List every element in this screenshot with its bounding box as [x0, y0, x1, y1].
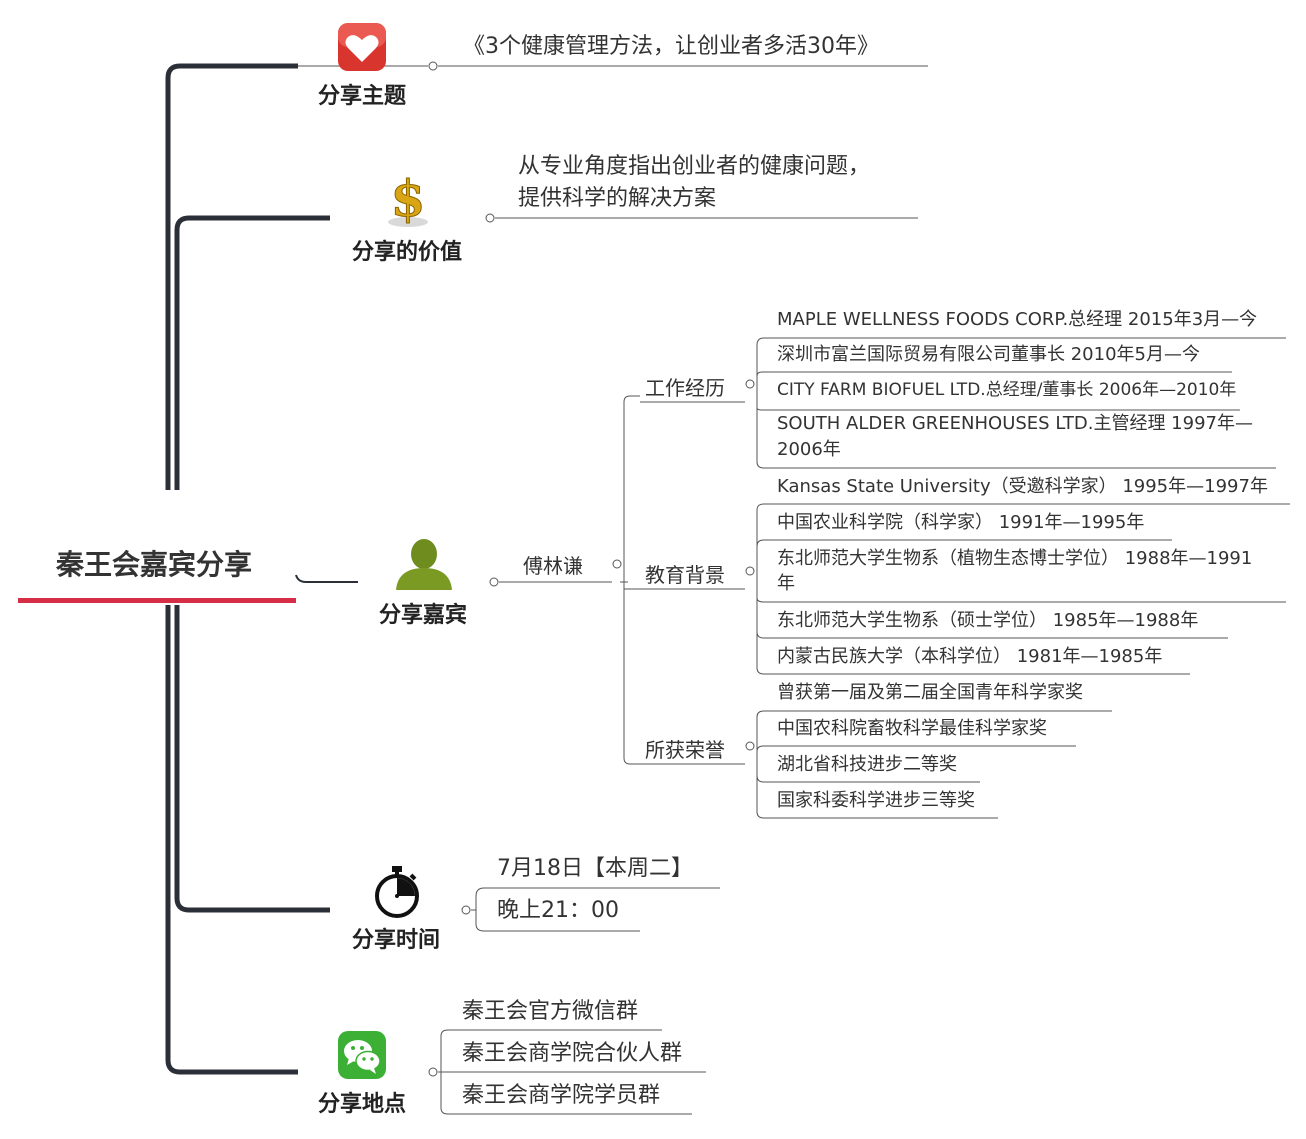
svg-text:$: $	[391, 170, 426, 228]
honors-node-dot[interactable]	[745, 741, 755, 751]
honors-label[interactable]: 所获荣誉	[645, 738, 725, 762]
education-item-3[interactable]: 东北师范大学生物系（植物生态博士学位） 1988年—1991	[777, 548, 1253, 569]
stopwatch-icon	[374, 866, 420, 918]
place-item-3[interactable]: 秦王会商学院学员群	[462, 1083, 661, 1108]
guest-label: 分享嘉宾	[378, 603, 467, 628]
work-item-4[interactable]: SOUTH ALDER GREENHOUSES LTD.主管经理 1997年—	[777, 413, 1253, 434]
work-item-3[interactable]: CITY FARM BIOFUEL LTD.总经理/董事长 2006年—2010…	[777, 380, 1237, 400]
value-leaf-line2[interactable]: 提供科学的解决方案	[518, 186, 717, 211]
root-underline	[18, 598, 296, 603]
education-item-5[interactable]: 内蒙古民族大学（本科学位） 1981年—1985年	[777, 646, 1163, 667]
work-item-1[interactable]: MAPLE WELLNESS FOODS CORP.总经理 2015年3月—今	[777, 309, 1258, 330]
wechat-icon	[337, 1030, 387, 1080]
topic-node-dot[interactable]	[428, 61, 438, 71]
trunk-upper-inner	[174, 215, 330, 490]
time-date[interactable]: 7月18日【本周二】	[497, 856, 693, 881]
honors-item-2[interactable]: 中国农科院畜牧科学最佳科学家奖	[777, 718, 1047, 739]
education-label[interactable]: 教育背景	[645, 563, 725, 587]
place-item-1[interactable]: 秦王会官方微信群	[462, 999, 639, 1024]
root-title: 秦王会嘉宾分享	[56, 548, 253, 581]
guest-name-dot[interactable]	[612, 559, 622, 569]
topic-leaf[interactable]: 《3个健康管理方法，让创业者多活30年》	[463, 34, 879, 59]
trunk-guest	[295, 574, 358, 583]
trunk-lower	[165, 605, 298, 1075]
honors-item-1[interactable]: 曾获第一届及第二届全国青年科学家奖	[777, 682, 1083, 703]
education-item-2[interactable]: 中国农业科学院（科学家） 1991年—1995年	[777, 512, 1145, 533]
honors-item-4[interactable]: 国家科委科学进步三等奖	[777, 790, 975, 811]
place-item-2[interactable]: 秦王会商学院合伙人群	[462, 1041, 683, 1066]
time-node-dot[interactable]	[461, 905, 471, 915]
time-label: 分享时间	[351, 928, 440, 953]
trunk-upper	[165, 63, 298, 490]
heart-icon	[337, 22, 387, 72]
topic-label: 分享主题	[317, 84, 406, 109]
work-item-4-cont[interactable]: 2006年	[777, 439, 841, 460]
trunk-lower-inner	[174, 605, 330, 913]
guest-node-dot[interactable]	[489, 577, 499, 587]
value-node-dot[interactable]	[485, 213, 495, 223]
work-label[interactable]: 工作经历	[645, 376, 725, 400]
dollar-icon: $	[383, 169, 433, 229]
place-node-dot[interactable]	[428, 1067, 438, 1077]
work-node-dot[interactable]	[745, 379, 755, 389]
time-hour[interactable]: 晚上21：00	[497, 898, 619, 923]
work-item-2[interactable]: 深圳市富兰国际贸易有限公司董事长 2010年5月—今	[777, 344, 1200, 365]
education-item-1[interactable]: Kansas State University（受邀科学家） 1995年—199…	[777, 476, 1268, 497]
honors-item-3[interactable]: 湖北省科技进步二等奖	[777, 754, 957, 775]
education-item-4[interactable]: 东北师范大学生物系（硕士学位） 1985年—1988年	[777, 610, 1199, 631]
education-node-dot[interactable]	[745, 566, 755, 576]
value-label: 分享的价值	[351, 240, 462, 265]
guest-name[interactable]: 傅林谦	[523, 554, 583, 578]
person-icon	[394, 538, 454, 590]
value-leaf-line1[interactable]: 从专业角度指出创业者的健康问题，	[518, 154, 871, 179]
education-item-3-cont[interactable]: 年	[777, 573, 795, 594]
place-label: 分享地点	[317, 1092, 406, 1117]
